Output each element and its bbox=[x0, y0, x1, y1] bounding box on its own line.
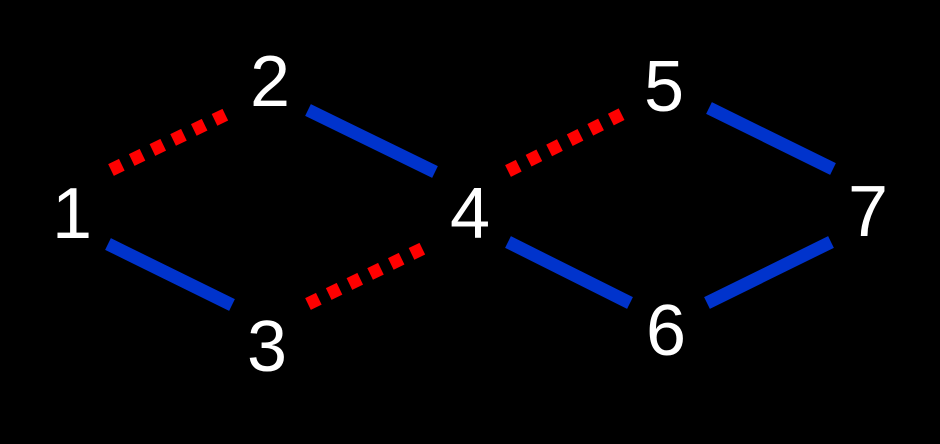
edge-6-7 bbox=[704, 236, 834, 309]
node-3-label: 3 bbox=[247, 307, 287, 387]
node-5-label: 5 bbox=[644, 47, 684, 127]
node-1-label: 1 bbox=[52, 174, 92, 254]
edge-4-6 bbox=[505, 236, 633, 309]
node-4-label: 4 bbox=[450, 174, 490, 254]
node-2-label: 2 bbox=[250, 42, 290, 122]
edge-1-3 bbox=[105, 238, 235, 311]
node-7-label: 7 bbox=[848, 172, 888, 252]
node-6-label: 6 bbox=[646, 291, 686, 371]
edge-5-7 bbox=[706, 102, 836, 175]
edge-2-4 bbox=[305, 104, 438, 178]
